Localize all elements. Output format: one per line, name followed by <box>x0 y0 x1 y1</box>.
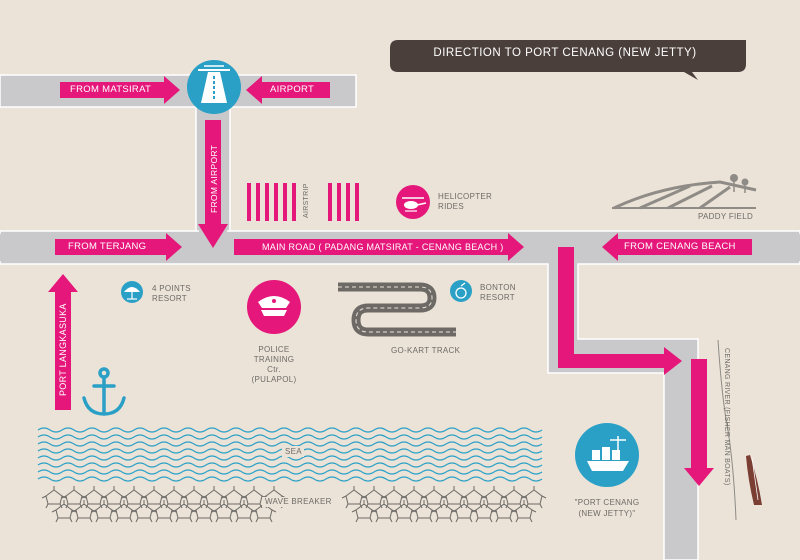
port-cenang-label-2: (NEW JETTY)" <box>578 509 636 518</box>
sea-label: SEA <box>285 447 302 456</box>
from-airport-label: FROM AIRPORT <box>209 144 219 213</box>
airstrip-label: AIRSTRIP <box>303 183 310 218</box>
police-cap-icon <box>247 280 301 334</box>
port-langkasuka-arrow <box>48 274 78 410</box>
four-points-label: 4 POINTS RESORT <box>152 284 191 303</box>
police-label-2: TRAINING <box>253 355 295 364</box>
page-title: DIRECTION TO PORT CENANG (NEW JETTY) <box>433 47 697 59</box>
from-airport-arrow <box>198 120 228 248</box>
port-cenang-label-1: "PORT CENANG <box>574 498 640 507</box>
paddy-field-icon <box>612 178 757 210</box>
resort-icon <box>450 280 472 302</box>
anchor-icon <box>82 367 126 416</box>
wave-breaker <box>41 485 547 523</box>
title-banner <box>390 40 746 80</box>
river <box>717 339 737 521</box>
from-terjang-label: FROM TERJANG <box>68 241 147 252</box>
runway-icon <box>187 60 241 114</box>
final-arrow <box>684 359 714 486</box>
go-kart-label: GO-KART TRACK <box>391 346 461 355</box>
main-road <box>0 230 800 560</box>
from-terjang-arrow <box>55 233 182 261</box>
port-langkasuka-label: PORT LANGKASUKA <box>58 303 68 396</box>
bonton-label: BONTON RESORT <box>480 283 516 302</box>
police-label-1: POLICE <box>258 345 290 354</box>
route-arrow <box>558 247 682 375</box>
airport-label: AIRPORT <box>270 84 315 95</box>
airport-arrow <box>246 76 330 104</box>
police-label-3: Ctr. <box>267 365 281 374</box>
from-matsirat-label: FROM MATSIRAT <box>70 84 152 95</box>
from-cenang-beach-label: FROM CENANG BEACH <box>624 241 736 252</box>
go-kart-track <box>338 282 456 337</box>
from-matsirat-arrow <box>60 76 180 104</box>
sea-waves <box>37 427 543 482</box>
from-cenang-beach-arrow <box>602 233 752 261</box>
helicopter-icon <box>396 185 430 219</box>
helicopter-label: HELICOPTER RIDES <box>438 192 493 211</box>
wave-breaker-label: WAVE BREAKER <box>262 497 335 507</box>
umbrella-icon <box>121 281 143 303</box>
airstrip-stripes <box>247 183 359 221</box>
ship-icon <box>575 423 639 487</box>
boat-icon <box>746 455 762 505</box>
main-road-label: MAIN ROAD ( PADANG MATSIRAT - CENANG BEA… <box>262 242 504 252</box>
cenang-river-label: CENANG RIVER (FISHER MAN BOATS) <box>723 348 730 486</box>
police-label-4: (PULAPOL) <box>251 375 297 384</box>
main-road-arrow <box>234 233 524 261</box>
paddy-field-label: PADDY FIELD <box>698 212 754 221</box>
